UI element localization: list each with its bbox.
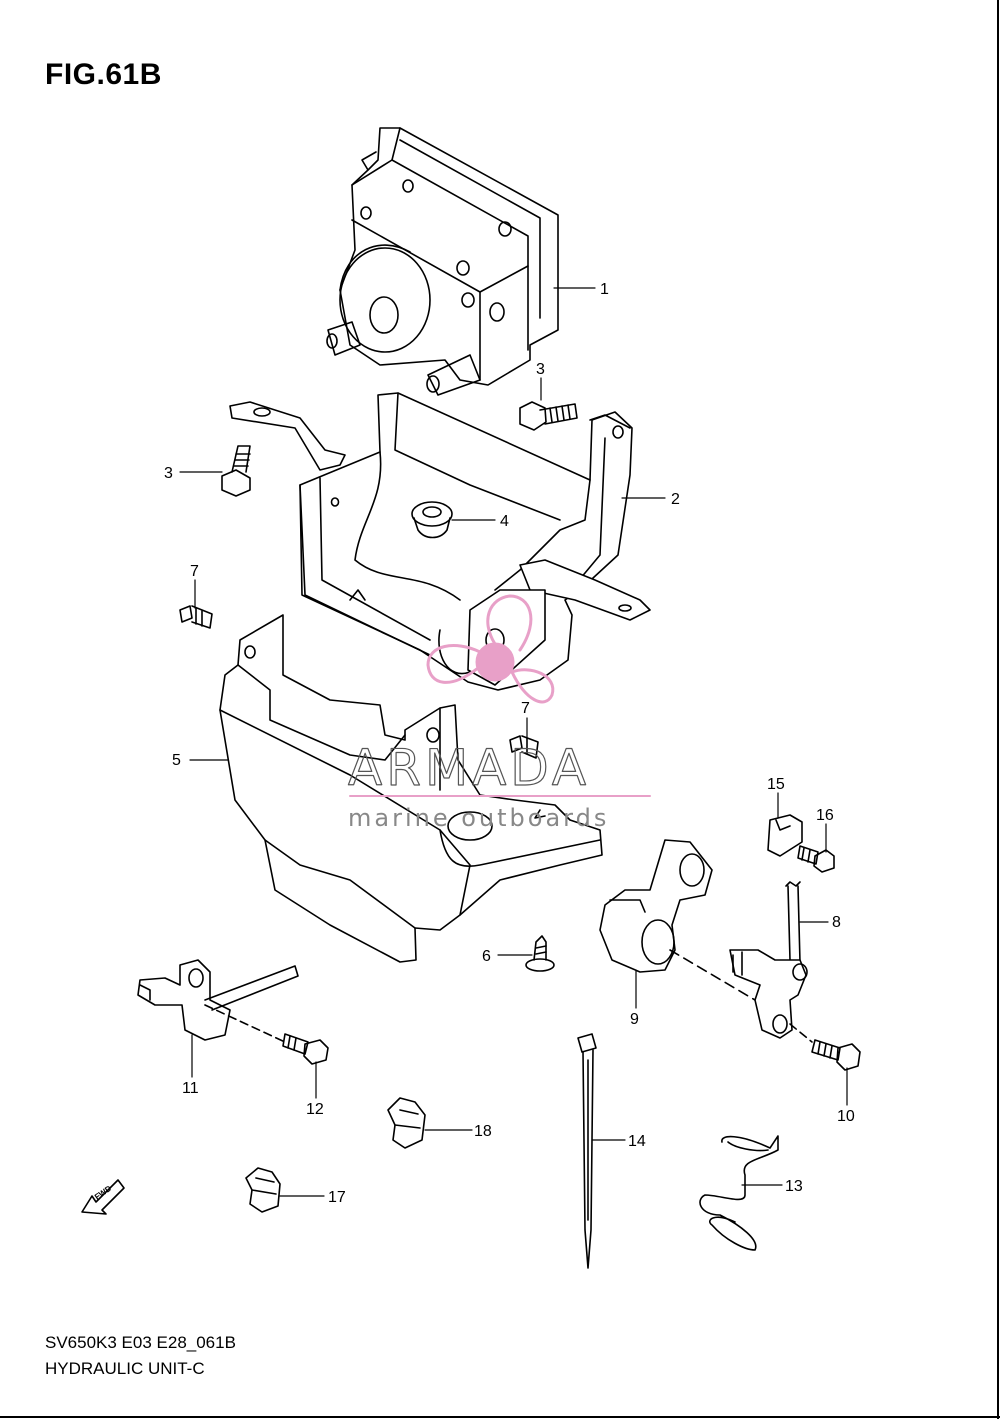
frame-bottom-border bbox=[0, 1416, 1000, 1418]
part-upper-bracket bbox=[229, 392, 651, 691]
callout-17: 17 bbox=[328, 1189, 346, 1206]
footer-assembly-name: HYDRAULIC UNIT-C bbox=[45, 1359, 205, 1378]
callout-6: 6 bbox=[482, 948, 491, 965]
callout-2: 2 bbox=[671, 491, 680, 508]
part-bolt-12 bbox=[282, 1033, 329, 1065]
callout-15: 15 bbox=[767, 776, 785, 793]
part-bolt-3-left bbox=[221, 445, 251, 497]
part-clamp-17 bbox=[245, 1167, 281, 1213]
part-sensor-bracket-9 bbox=[599, 839, 756, 1001]
part-clip-7-left bbox=[179, 605, 213, 629]
callout-16: 16 bbox=[816, 807, 834, 824]
callout-3-upper: 3 bbox=[536, 361, 545, 378]
fwd-arrow-icon: FWD bbox=[81, 1179, 125, 1215]
part-sensor-11 bbox=[137, 959, 299, 1043]
callout-11: 11 bbox=[182, 1080, 199, 1097]
part-plate-nut-15 bbox=[767, 814, 803, 857]
part-bolt-3-upper bbox=[519, 401, 578, 431]
part-clamp-18 bbox=[387, 1097, 426, 1149]
part-clip-7-right bbox=[509, 735, 539, 759]
figure-title: FIG.61B bbox=[45, 58, 162, 91]
part-grommet bbox=[411, 501, 453, 539]
part-screw-6 bbox=[525, 935, 555, 972]
part-cable-tie-14 bbox=[577, 1033, 597, 1269]
part-bolt-10 bbox=[789, 1023, 861, 1071]
callout-13: 13 bbox=[785, 1178, 803, 1195]
watermark-brand: ARMADA bbox=[348, 739, 590, 797]
callout-7-left: 7 bbox=[190, 563, 199, 580]
callout-1: 1 bbox=[600, 281, 609, 298]
callout-3-left: 3 bbox=[164, 465, 173, 482]
part-bolt-16 bbox=[797, 845, 835, 873]
watermark-logo bbox=[349, 594, 651, 797]
callout-5: 5 bbox=[172, 752, 181, 769]
callout-numbers: 1 3 3 2 4 7 7 5 15 16 8 6 9 11 12 10 18 … bbox=[164, 281, 855, 1206]
part-lower-cover bbox=[219, 614, 603, 963]
watermark-tagline: marine outboards bbox=[348, 804, 609, 832]
callout-7-right: 7 bbox=[521, 700, 530, 717]
part-wire-clip-13 bbox=[699, 1135, 779, 1251]
callout-10: 10 bbox=[837, 1108, 855, 1125]
callout-18: 18 bbox=[474, 1123, 492, 1140]
frame-right-border bbox=[997, 0, 999, 1419]
callout-8: 8 bbox=[832, 914, 841, 931]
part-sensor-8 bbox=[729, 881, 808, 1039]
callout-4: 4 bbox=[500, 513, 509, 530]
callout-14: 14 bbox=[628, 1133, 646, 1150]
callout-12: 12 bbox=[306, 1101, 324, 1118]
callout-9: 9 bbox=[630, 1011, 639, 1028]
leader-lines bbox=[179, 287, 848, 1197]
part-hydraulic-unit bbox=[326, 127, 559, 396]
footer-model-code: SV650K3 E03 E28_061B bbox=[45, 1333, 236, 1352]
